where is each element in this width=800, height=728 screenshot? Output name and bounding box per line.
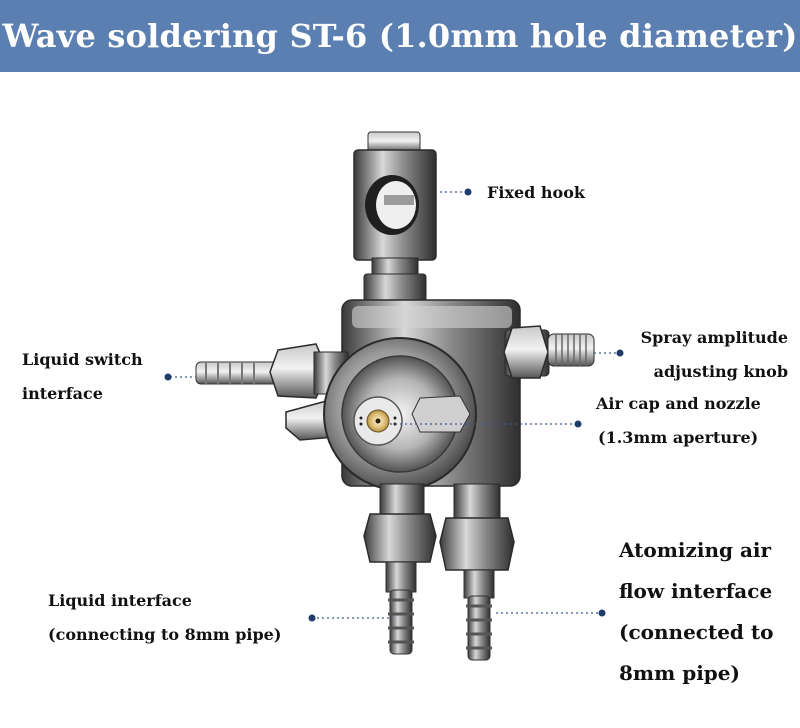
label-spray-knob-line1: Spray amplitude [640,328,788,347]
liquid-switch-fitting [195,343,349,399]
label-liquid-switch-line2: interface [22,384,103,403]
liquid-switch-dot [164,373,172,381]
header-banner: Wave soldering ST-6 (1.0mm hole diameter… [0,0,800,72]
air-cap-dot [574,420,582,428]
air-flow-fitting [439,483,515,661]
label-air-cap-line2: (1.3mm aperture) [598,428,759,447]
fixed-hook-part [353,131,437,307]
label-air-flow-line2: flow interface [619,579,773,603]
label-air-cap-line1: Air cap and nozzle [596,394,761,413]
spray-knob-part [503,325,595,379]
label-spray-knob-line2: adjusting knob [653,362,788,381]
page-title: Wave soldering ST-6 (1.0mm hole diameter… [2,17,798,55]
label-fixed-hook: Fixed hook [487,183,585,202]
label-air-flow-line4: 8mm pipe) [619,661,740,685]
label-liquid-interface-line2: (connecting to 8mm pipe) [48,625,282,644]
spray-knob-dot [616,349,624,357]
liquid-interface-fitting [363,483,437,655]
air-cap-part [323,337,477,491]
liquid-interface-dot [308,614,316,622]
fixed-hook-dot [464,188,472,196]
air-flow-dot [598,609,606,617]
label-air-flow-line1: Atomizing air [619,538,772,562]
label-liquid-interface-line1: Liquid interface [48,591,192,610]
label-air-flow-line3: (connected to [619,620,774,644]
label-liquid-switch-line1: Liquid switch [22,350,143,369]
